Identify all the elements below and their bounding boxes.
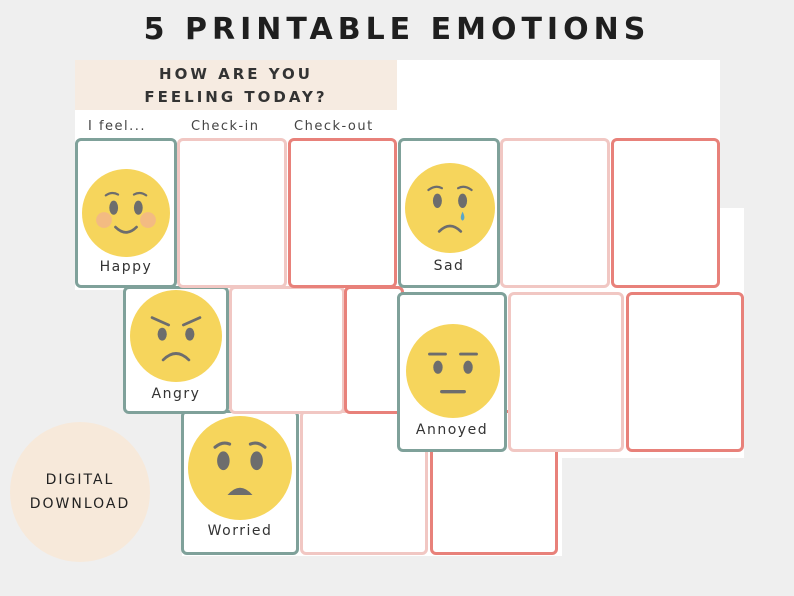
column-label-feel: I feel... [88, 119, 147, 134]
emotion-card-sad[interactable]: Sad [398, 138, 500, 288]
emotion-label-annoyed: Annoyed [415, 422, 489, 438]
badge-line-1: DIGITAL [45, 472, 115, 488]
worksheet-header: HOW ARE YOU FEELING TODAY? [75, 60, 397, 110]
angry-checkout-card[interactable] [344, 286, 404, 414]
column-label-checkin: Check-in [191, 119, 260, 134]
header-line-2: FEELING TODAY? [144, 88, 328, 106]
emotion-label-sad: Sad [433, 258, 465, 274]
emotion-card-angry[interactable]: Angry [123, 286, 229, 414]
emotion-card-happy[interactable]: Happy [75, 138, 177, 288]
emotion-label-happy: Happy [99, 259, 153, 275]
sad-checkout-card[interactable] [611, 138, 720, 288]
emotion-card-worried[interactable]: Worried [181, 410, 299, 555]
happy-face-icon [82, 169, 170, 257]
worried-face-icon [188, 416, 292, 520]
badge-line-2: DOWNLOAD [29, 496, 131, 512]
header-line-1: HOW ARE YOU [159, 65, 313, 83]
happy-checkout-card[interactable] [288, 138, 397, 288]
annoyed-checkout-card[interactable] [626, 292, 744, 452]
annoyed-checkin-card[interactable] [508, 292, 624, 452]
happy-checkin-card[interactable] [177, 138, 287, 288]
emotion-label-worried: Worried [207, 523, 273, 539]
annoyed-face-icon [406, 324, 500, 418]
sad-face-icon [405, 163, 495, 253]
emotion-label-angry: Angry [151, 386, 201, 402]
page-title: 5 PRINTABLE EMOTIONS [143, 12, 651, 47]
sad-checkin-card[interactable] [500, 138, 610, 288]
emotion-card-annoyed[interactable]: Annoyed [397, 292, 507, 452]
angry-face-icon [130, 290, 222, 382]
column-label-checkout: Check-out [294, 119, 374, 134]
digital-download-badge: DIGITAL DOWNLOAD [10, 422, 150, 562]
angry-checkin-card[interactable] [229, 286, 345, 414]
